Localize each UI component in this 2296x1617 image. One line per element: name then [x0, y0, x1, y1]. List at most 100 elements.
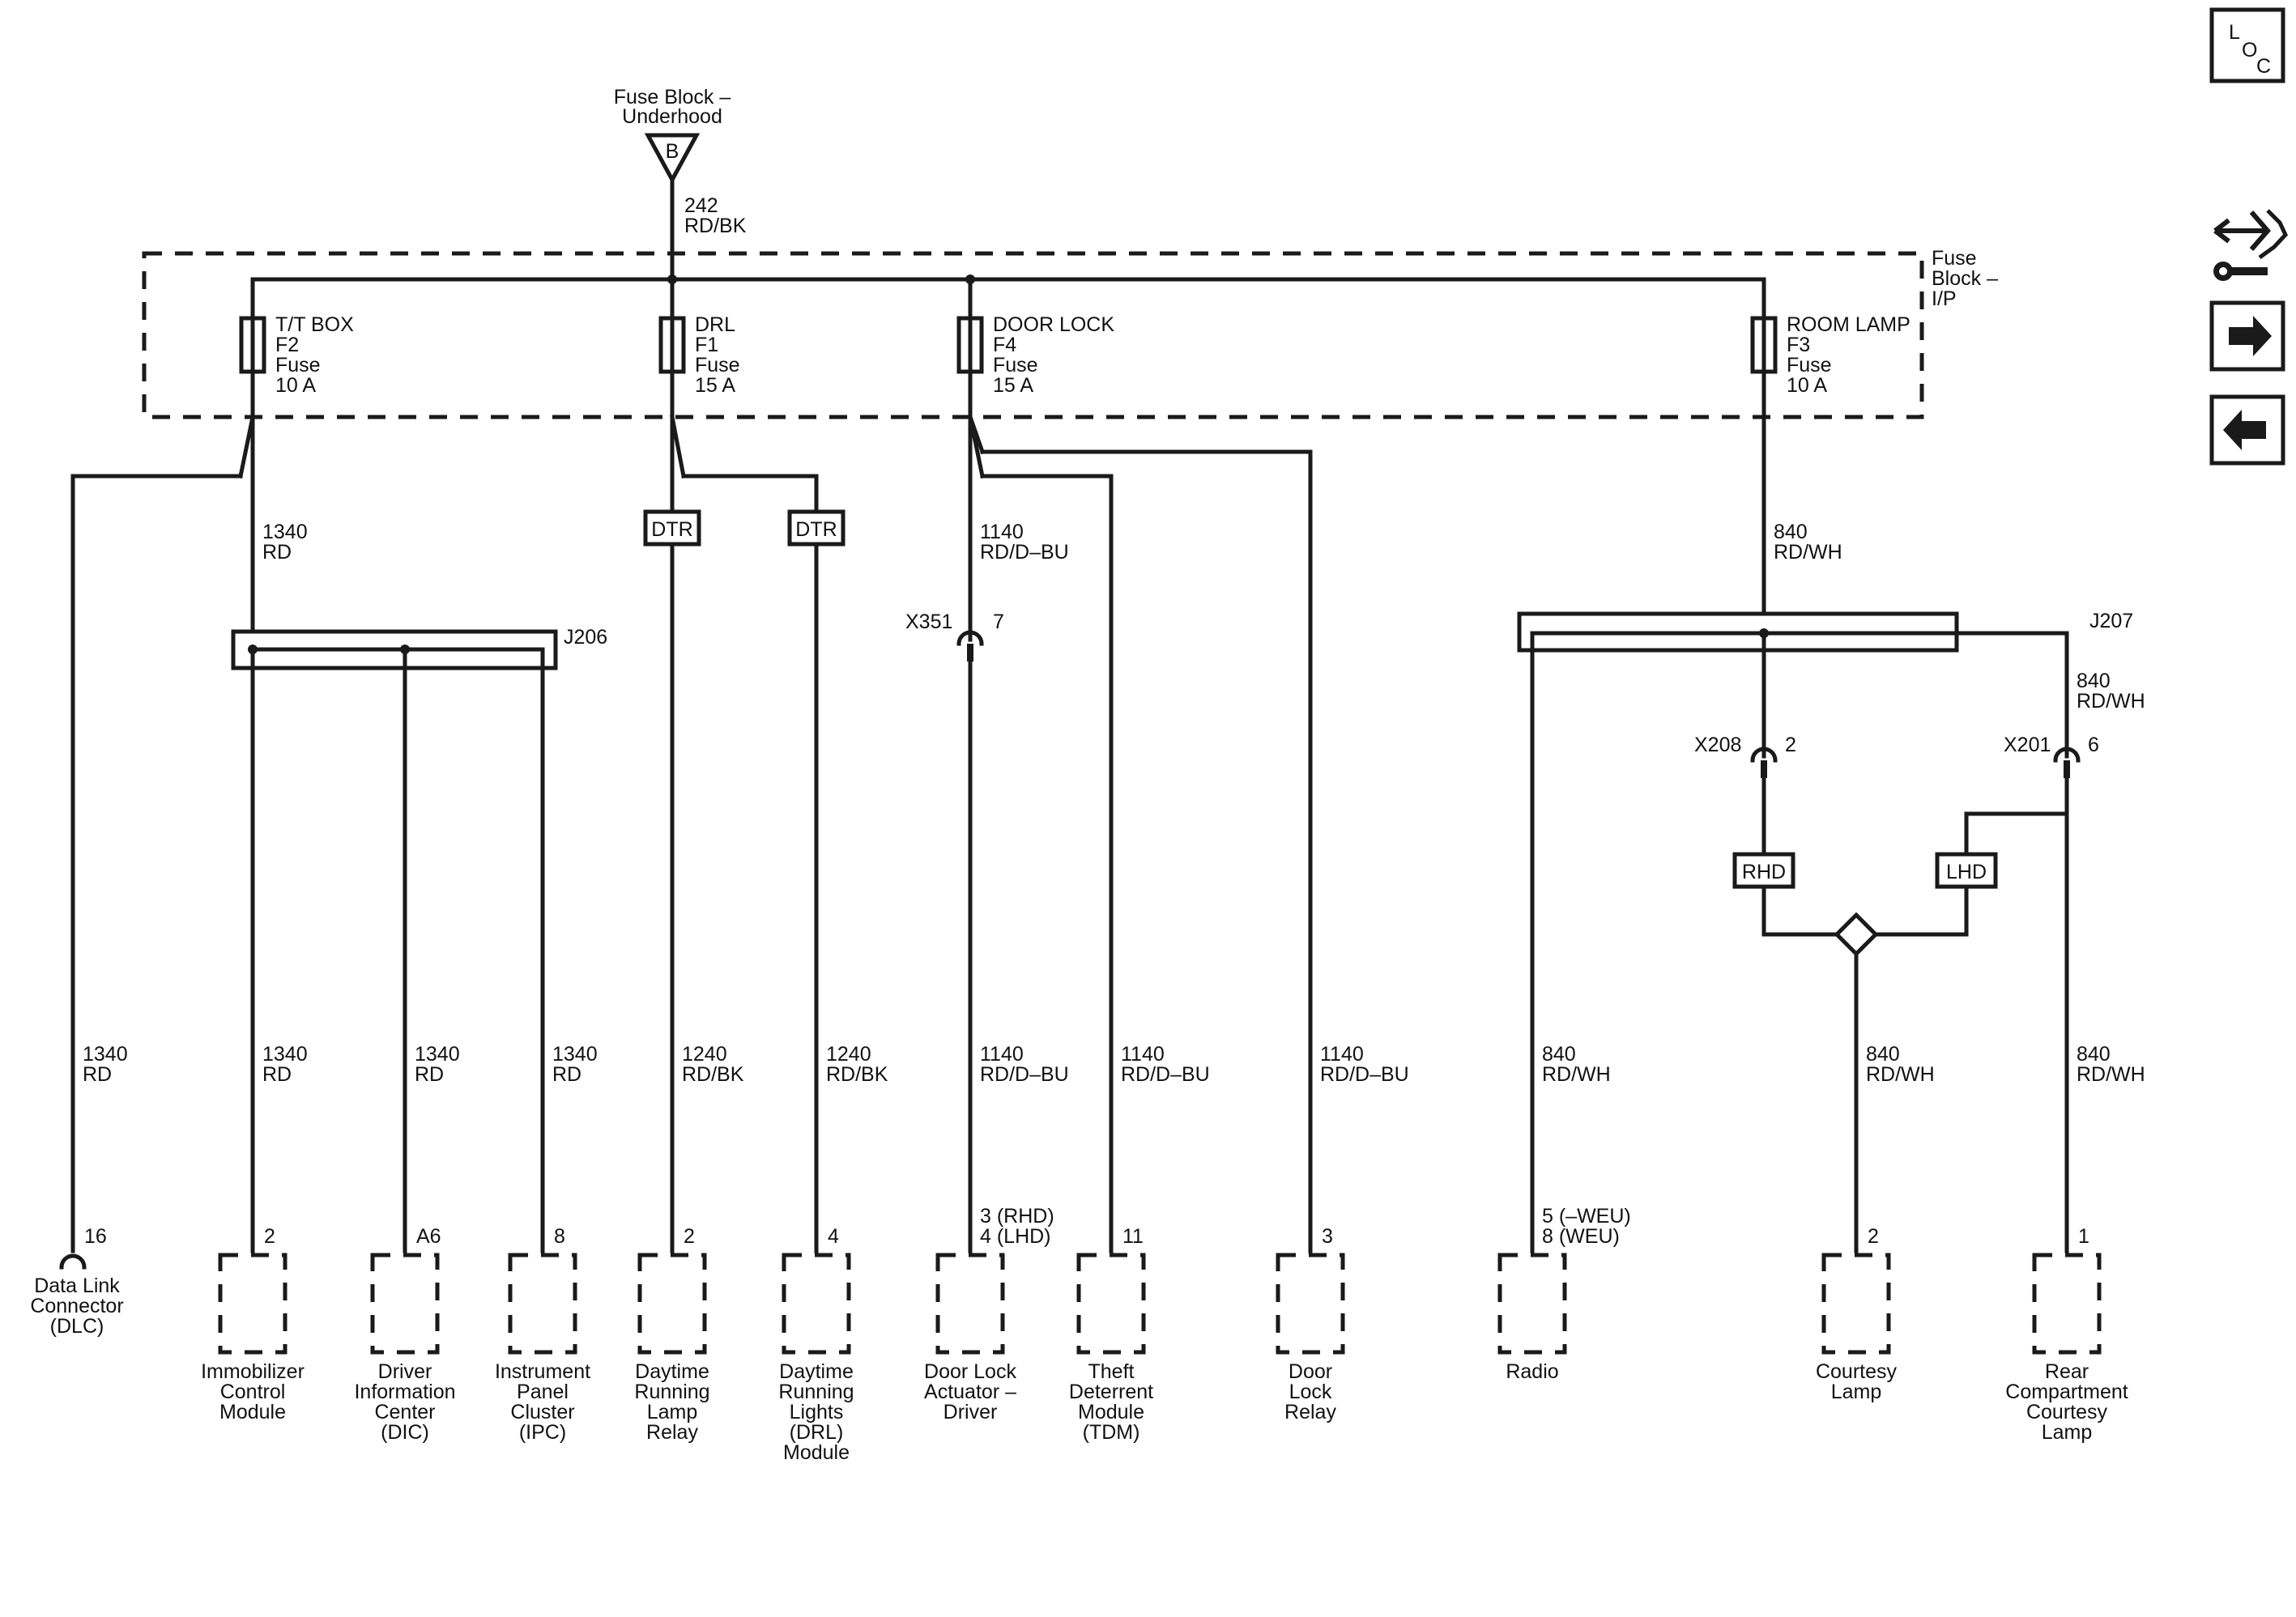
pin-number: 8	[554, 1225, 565, 1248]
svg-text:Fuse: Fuse	[1787, 354, 1832, 377]
pin-number: 4 (LHD)	[980, 1225, 1051, 1248]
fuse-block-ip-label-3: I/P	[1932, 287, 1957, 310]
circuit-1140: 1140 RD/D–BU X351 7	[905, 414, 1313, 1253]
pin-number: 2	[684, 1225, 695, 1248]
svg-text:RD: RD	[262, 541, 292, 564]
fuse-block-underhood: Fuse Block – Underhood B	[614, 86, 731, 185]
wire-circuit-number: 1240	[682, 1043, 727, 1066]
component-label: Daytime	[635, 1360, 709, 1383]
component-label: Driver	[944, 1401, 998, 1423]
svg-text:Fuse: Fuse	[275, 354, 321, 377]
next-page-icon[interactable]	[2209, 300, 2285, 372]
pin-number: 1	[2078, 1225, 2089, 1248]
wire-color-code: RD	[83, 1063, 112, 1086]
component-outline	[218, 1253, 288, 1355]
component-outline	[1276, 1253, 1345, 1355]
option-splice-diamond	[1834, 912, 1879, 957]
wire-color-code: RD	[552, 1063, 581, 1086]
component-label: (TDM)	[1083, 1421, 1140, 1444]
lhd-option-box	[1935, 852, 1998, 889]
connector-views-icon[interactable]	[2213, 209, 2288, 281]
wire-color-code: RD/D–BU	[980, 1063, 1069, 1086]
svg-text:15 A: 15 A	[993, 374, 1033, 397]
component-label: Center	[374, 1401, 435, 1423]
svg-text:10 A: 10 A	[275, 374, 316, 397]
fuse-t-t-box: T/T BOX F2 Fuse 10 A	[239, 277, 354, 419]
svg-text:C: C	[2256, 55, 2271, 78]
svg-text:6: 6	[2088, 734, 2099, 756]
component-outline	[1076, 1253, 1146, 1355]
svg-text:RD/WH: RD/WH	[1774, 541, 1842, 564]
svg-text:ROOM LAMP: ROOM LAMP	[1787, 313, 1910, 336]
component-label: (DRL)	[790, 1421, 844, 1444]
previous-page-icon[interactable]	[2209, 394, 2285, 466]
svg-text:1340: 1340	[262, 521, 308, 543]
svg-text:DRL: DRL	[695, 313, 735, 336]
wire-color-code: RD/D–BU	[1320, 1063, 1409, 1086]
wire-circuit-number: 1340	[552, 1043, 598, 1066]
component-label: Courtesy	[2026, 1401, 2108, 1423]
component-label: Running	[778, 1381, 854, 1403]
svg-text:RD/WH: RD/WH	[2077, 690, 2145, 713]
component-label: (DLC)	[50, 1315, 104, 1338]
loc-icon[interactable]: L O C	[2209, 7, 2285, 83]
svg-text:F4: F4	[993, 334, 1016, 356]
svg-text:7: 7	[993, 611, 1004, 633]
pin-number: 5 (–WEU)	[1542, 1205, 1631, 1228]
pin-number: 3	[1322, 1225, 1333, 1248]
feed-wire-circuit: 242	[684, 194, 718, 217]
svg-text:RHD: RHD	[1742, 861, 1786, 883]
svg-text:840: 840	[2077, 670, 2111, 692]
pin-number: 11	[1122, 1225, 1144, 1248]
component-label: Panel	[517, 1381, 569, 1403]
wire-circuit-number: 1340	[262, 1043, 308, 1066]
svg-text:840: 840	[1774, 521, 1808, 543]
svg-text:10 A: 10 A	[1787, 374, 1827, 397]
svg-text:DTR: DTR	[651, 518, 692, 541]
wire-circuit-number: 1140	[980, 1043, 1024, 1066]
component-label: Connector	[30, 1295, 123, 1317]
component-label: Rear	[2045, 1360, 2089, 1383]
component-outline	[782, 1253, 851, 1355]
component-label: Immobilizer	[201, 1360, 305, 1383]
svg-text:F3: F3	[1787, 334, 1810, 356]
component-outline	[370, 1253, 440, 1355]
circuit-1240: DTR DTR	[643, 415, 846, 1253]
svg-text:DOOR LOCK: DOOR LOCK	[993, 313, 1114, 336]
fuse-block-ip-label-1: Fuse	[1932, 247, 1977, 270]
pin-number: 16	[84, 1225, 107, 1248]
component-label: Door Lock	[924, 1360, 1016, 1383]
pin-number: 2	[264, 1225, 275, 1248]
component-outline	[2032, 1253, 2102, 1355]
fuse-room-lamp: ROOM LAMP F3 Fuse 10 A	[1750, 277, 1910, 419]
svg-text:X351: X351	[905, 611, 952, 633]
wire-color-code: RD/WH	[2077, 1063, 2145, 1086]
component-label: Radio	[1506, 1360, 1558, 1383]
wire-color-code: RD/WH	[1542, 1063, 1611, 1086]
pin-number: 3 (RHD)	[980, 1205, 1054, 1228]
pin-number: 4	[828, 1225, 839, 1248]
component-label: (IPC)	[519, 1421, 566, 1444]
wire-color-code: RD	[262, 1063, 292, 1086]
j206-label: J206	[564, 626, 607, 649]
svg-text:15 A: 15 A	[695, 374, 735, 397]
fuse-block-ip-outline	[142, 251, 1924, 419]
wire-color-code: RD/D–BU	[1121, 1063, 1210, 1086]
svg-text:X208: X208	[1694, 734, 1741, 756]
fuse-block-ip-label-2: Block –	[1932, 267, 1998, 290]
svg-text:X201: X201	[2004, 734, 2051, 756]
component-outline	[637, 1253, 707, 1355]
component-label: Theft	[1088, 1360, 1135, 1383]
component-label: Information	[354, 1381, 455, 1403]
component-label: Lamp	[647, 1401, 698, 1423]
inline-connector-x351	[956, 630, 984, 646]
component-outline	[1497, 1253, 1567, 1355]
underhood-label-2: Underhood	[622, 105, 722, 128]
svg-text:O: O	[2242, 39, 2257, 62]
pin-number: 2	[1868, 1225, 1879, 1248]
component-outline	[508, 1253, 577, 1355]
wire-circuit-number: 840	[2077, 1043, 2111, 1066]
